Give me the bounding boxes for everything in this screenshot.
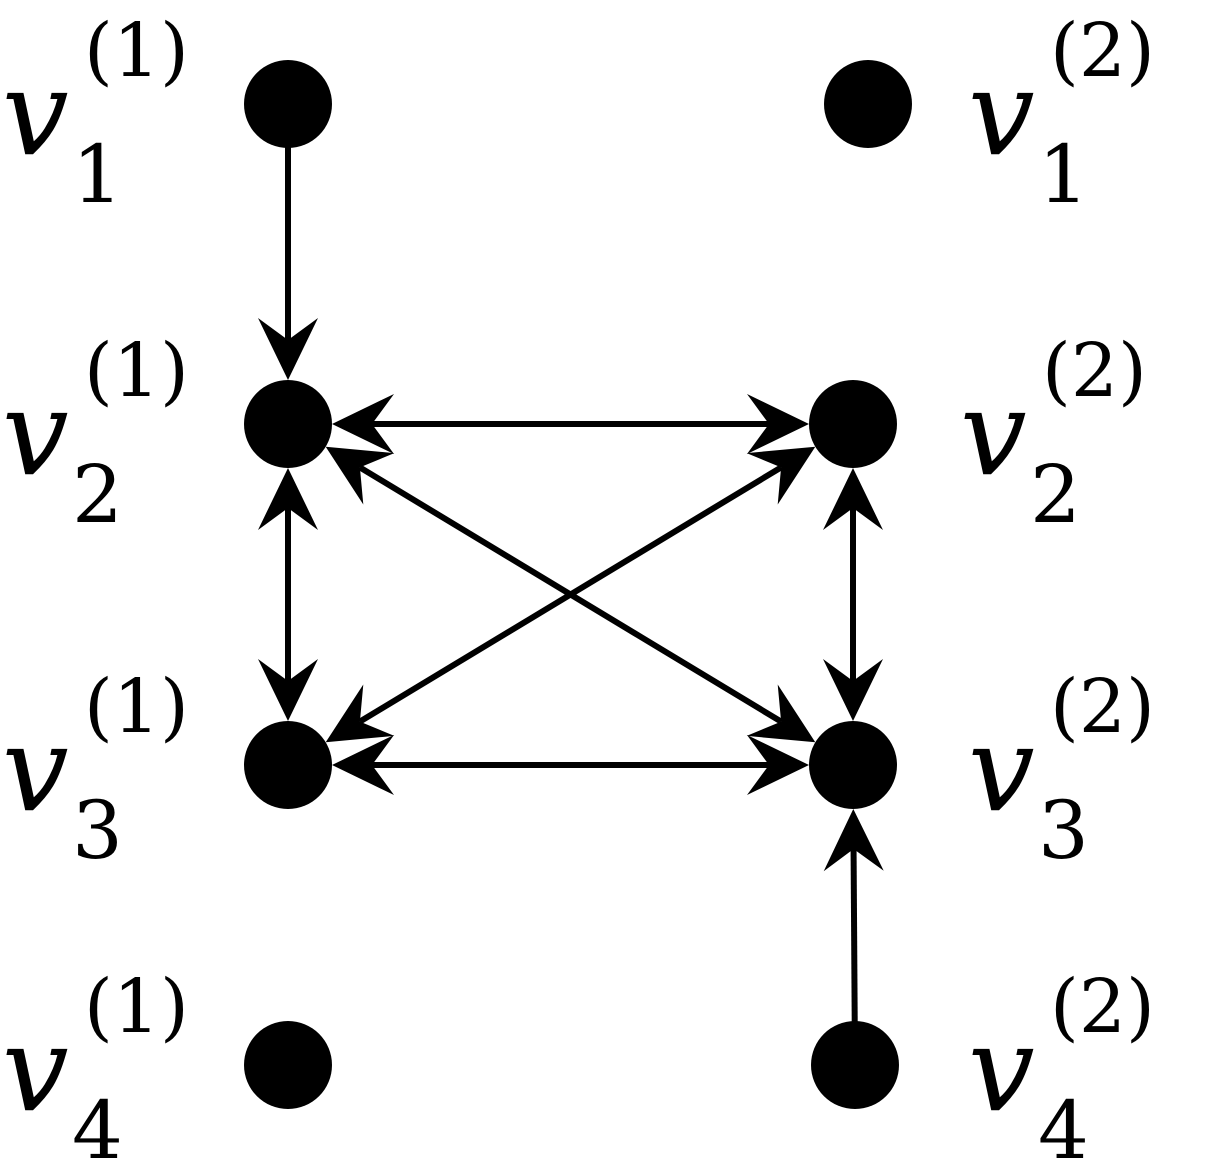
- label-subscript: 4: [1038, 1084, 1089, 1176]
- arrowhead: [747, 735, 809, 795]
- label-base: v: [968, 44, 1035, 182]
- label-superscript: (1): [84, 8, 189, 94]
- label-base: v: [2, 44, 69, 182]
- node-v1_2: [824, 60, 912, 148]
- node-v3_2: [809, 721, 897, 809]
- node-v1_1: [244, 60, 332, 148]
- label-base: v: [968, 700, 1035, 838]
- label-superscript: (1): [84, 328, 189, 414]
- node-v2_2: [809, 380, 897, 468]
- label-subscript: 3: [1038, 784, 1089, 877]
- label-superscript: (2): [1050, 8, 1155, 94]
- arrowhead: [258, 468, 318, 530]
- arrowhead: [325, 446, 395, 505]
- label-superscript: (2): [1042, 328, 1147, 414]
- arrowhead: [823, 659, 883, 721]
- label-subscript: 3: [72, 784, 123, 877]
- edge-v2_2-v3_2: [823, 468, 883, 721]
- label-subscript: 2: [1030, 448, 1081, 541]
- label-superscript: (2): [1050, 964, 1155, 1050]
- label-subscript: 4: [72, 1084, 123, 1176]
- label-superscript: (2): [1050, 664, 1155, 750]
- arrowhead: [325, 684, 395, 743]
- label-superscript: (1): [84, 964, 189, 1050]
- arrowhead: [332, 735, 394, 795]
- label-base: v: [2, 1000, 69, 1138]
- node-v4_1: [244, 1021, 332, 1109]
- label-subscript: 1: [72, 128, 123, 221]
- node-v2_1: [244, 380, 332, 468]
- arrowhead: [258, 318, 318, 380]
- edges-layer: [258, 104, 884, 1066]
- label-superscript: (1): [84, 664, 189, 750]
- node-v3_1: [244, 721, 332, 809]
- label-subscript: 1: [1038, 128, 1089, 221]
- label-base: v: [960, 364, 1027, 502]
- label-base: v: [2, 364, 69, 502]
- edge-v3_1-v2_2: [325, 446, 816, 743]
- arrowhead: [746, 684, 816, 743]
- label-base: v: [968, 1000, 1035, 1138]
- arrowhead: [823, 468, 883, 530]
- arrowhead: [258, 659, 318, 721]
- label-subscript: 2: [72, 448, 123, 541]
- arrowhead: [332, 394, 394, 454]
- edge-line: [358, 464, 783, 725]
- arrowhead: [823, 809, 884, 872]
- edge-v2_1-v2_2: [332, 394, 809, 454]
- node-v4_2: [811, 1021, 899, 1109]
- arrowhead: [746, 446, 816, 505]
- edge-v2_1-v3_1: [258, 468, 318, 721]
- nodes-layer: [244, 60, 912, 1109]
- arrowhead: [747, 394, 809, 454]
- label-base: v: [2, 700, 69, 838]
- edge-v3_1-v3_2: [332, 735, 809, 795]
